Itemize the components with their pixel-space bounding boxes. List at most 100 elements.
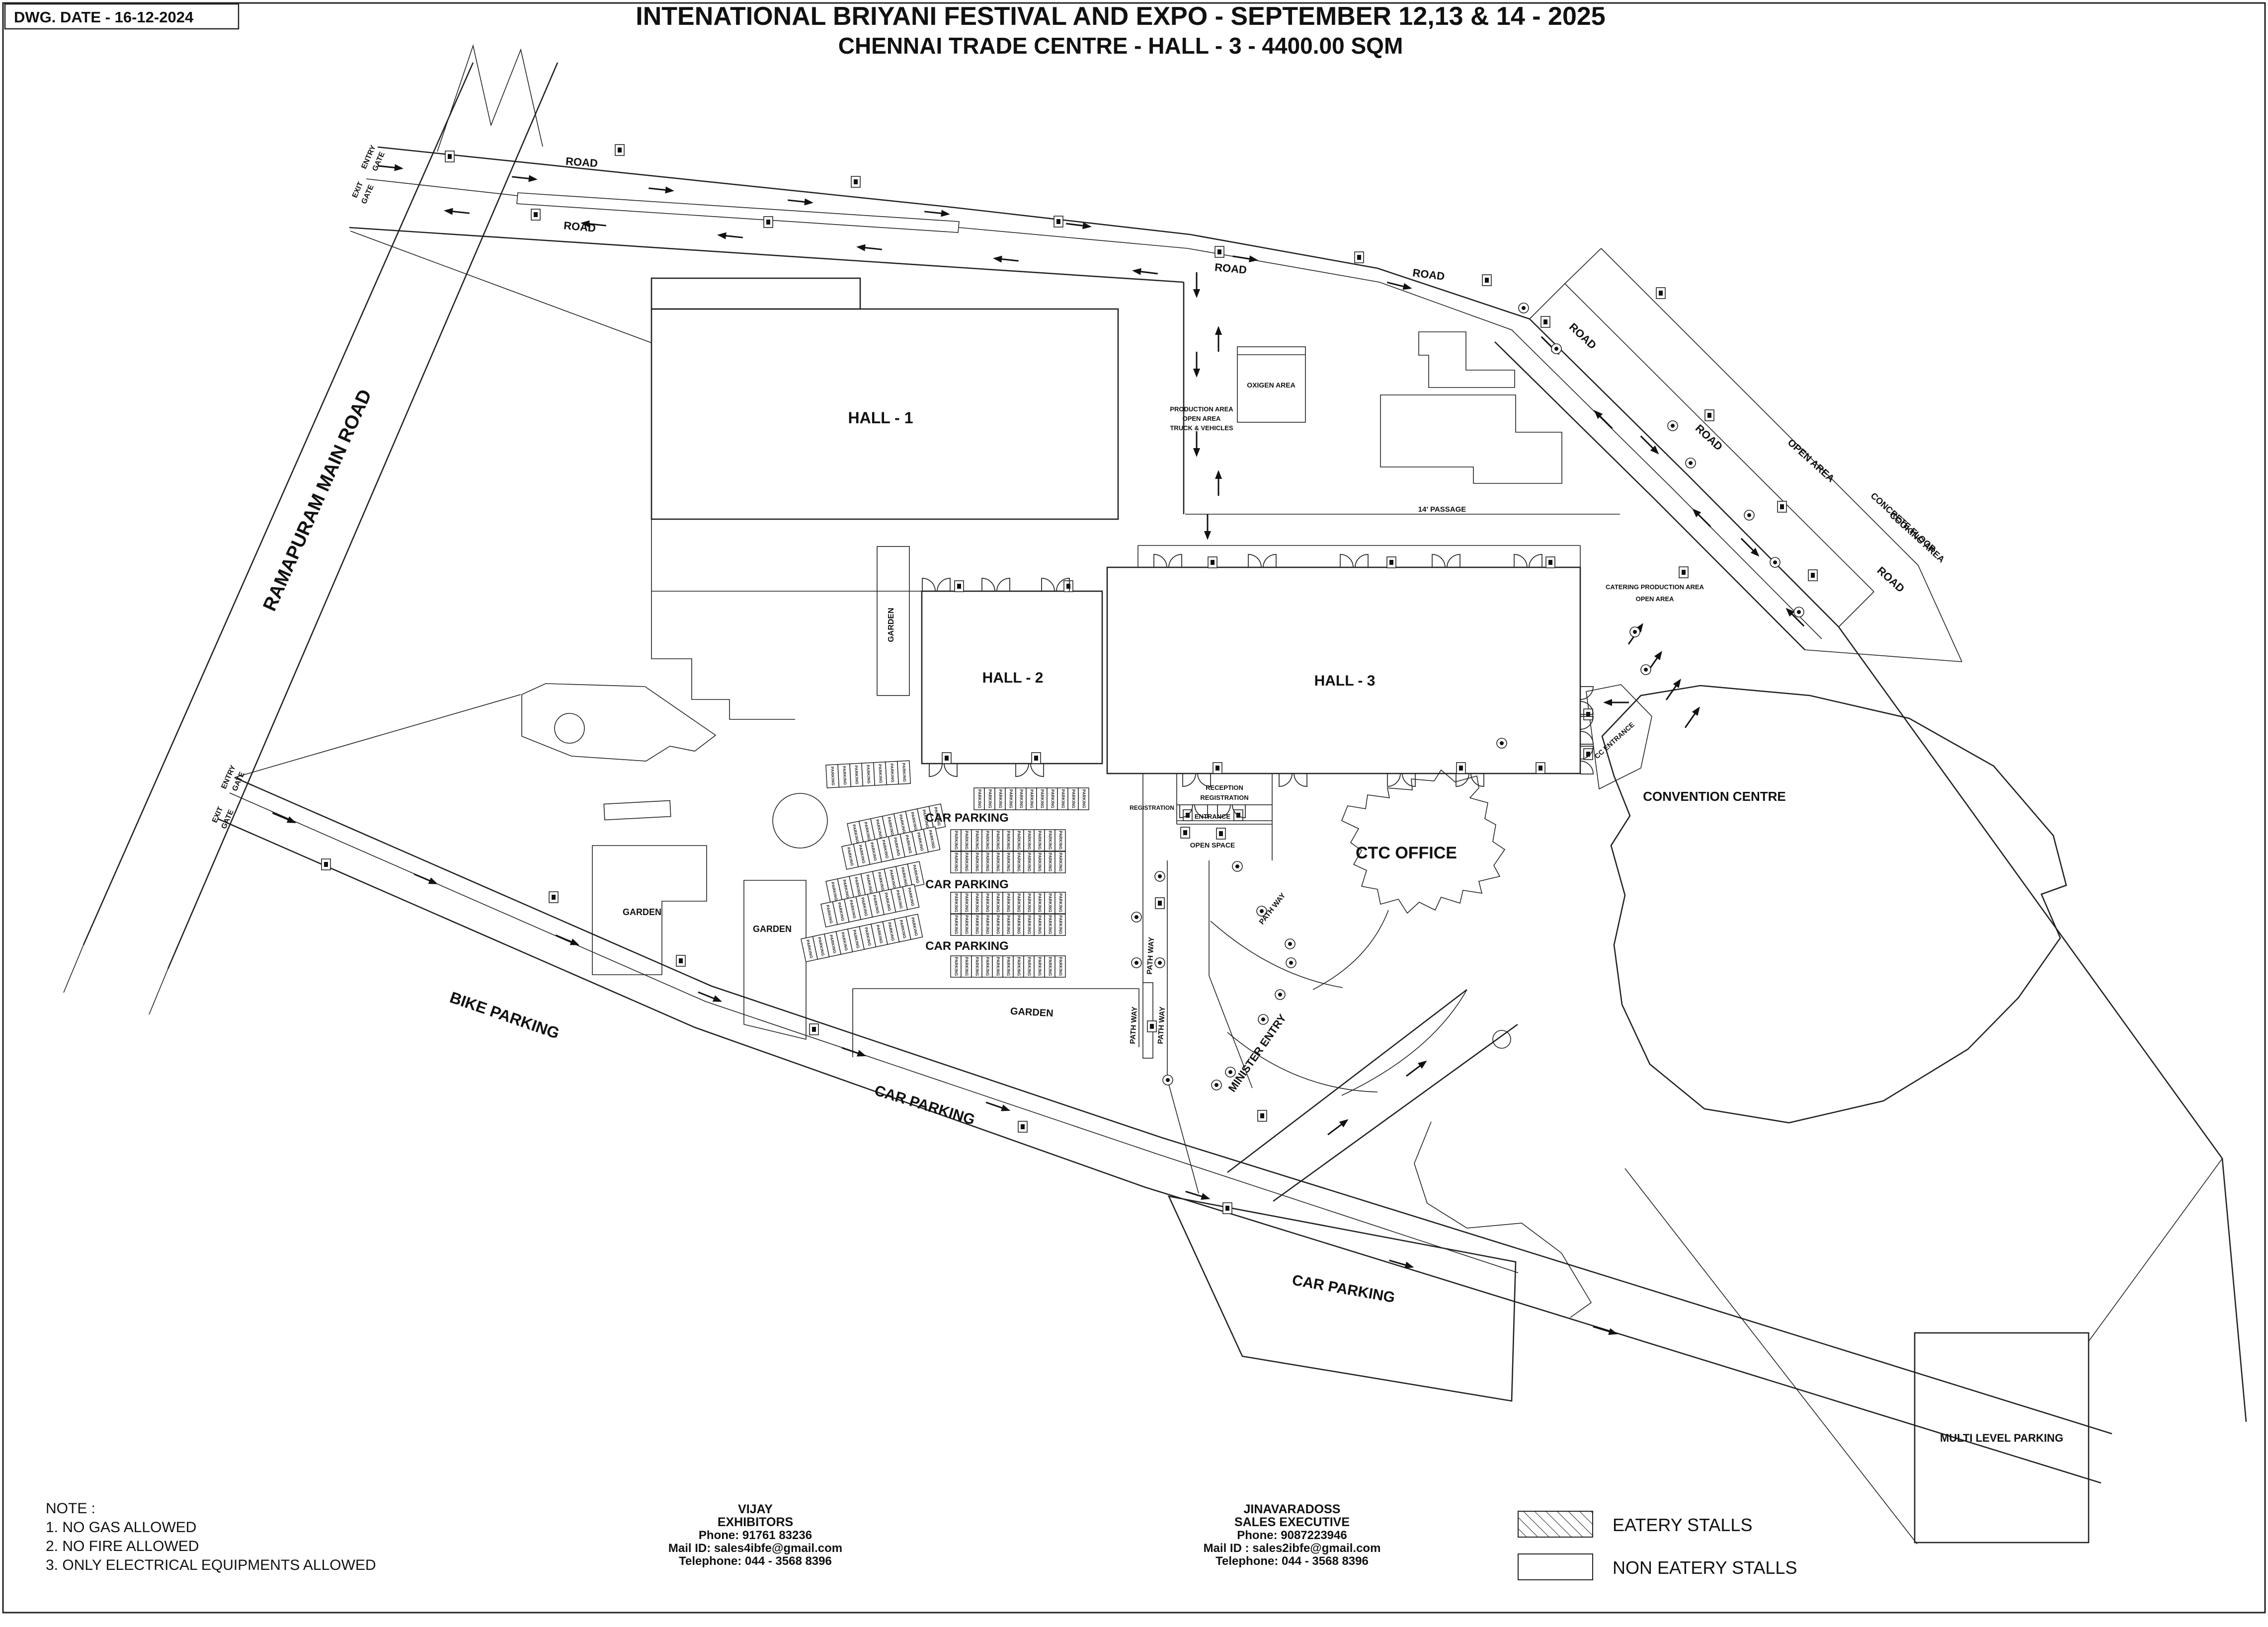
direction-arrow-icon — [1389, 1259, 1414, 1269]
door-swing-icon — [1580, 716, 1594, 745]
stall-marker-icon — [942, 752, 952, 764]
lower-road-median — [229, 792, 1519, 1273]
parking-stall-label: PARKING — [1048, 893, 1052, 912]
parking-stall-label: PARKING — [1037, 893, 1042, 912]
parking-stall-label: PARKING — [974, 831, 979, 850]
direction-arrow-icon — [1692, 508, 1711, 528]
reception-label: RECEPTION — [1206, 784, 1243, 791]
parking-stall-label: PARKING — [995, 831, 1000, 850]
signal-marker-icon — [1518, 303, 1529, 313]
direction-arrow-icon — [1185, 1190, 1211, 1200]
signal-marker-icon — [1256, 906, 1267, 917]
parking-stall-label: PARKING — [954, 893, 958, 912]
direction-arrow-icon — [698, 991, 723, 1002]
garden-parcel-lines — [852, 988, 1139, 1057]
signal-marker-icon — [1770, 557, 1781, 568]
eatery-stalls-swatch — [1518, 1511, 1593, 1538]
direction-arrow-icon — [856, 244, 882, 251]
contact-role: EXHIBITORS — [718, 1515, 793, 1529]
stall-marker-icon — [615, 144, 625, 156]
stall-marker-icon — [1456, 762, 1466, 774]
garden-strip — [877, 546, 910, 696]
stall-marker-icon — [1147, 1020, 1157, 1032]
registration-label: REGISTRATION — [1130, 804, 1174, 811]
parking-stall-label: PARKING — [974, 957, 979, 976]
parking-stall — [928, 803, 946, 830]
parking-stall-label: PARKING — [1027, 852, 1031, 871]
direction-arrow-icon — [1593, 1325, 1618, 1335]
parking-stall-label: PARKING — [1006, 831, 1010, 850]
parking-stall-label: PARKING — [1081, 789, 1086, 808]
stall-marker-icon — [1354, 251, 1364, 263]
parking-stall-label: PARKING — [1006, 957, 1010, 976]
parking-stall-label: PARKING — [1060, 789, 1065, 808]
minister-road-edge — [1227, 989, 1467, 1173]
parking-stall — [897, 760, 911, 785]
ctc-office-label: CTC OFFICE — [1356, 844, 1457, 862]
registration-label: REGISTRATION — [1200, 794, 1248, 801]
stall-marker-icon — [1213, 762, 1222, 774]
connector-line — [651, 519, 922, 592]
signal-marker-icon — [1258, 1014, 1269, 1025]
contact-mail: Mail ID : sales2ibfe@gmail.com — [1204, 1542, 1381, 1555]
direction-arrow-icon — [788, 198, 813, 206]
direction-arrow-icon — [1640, 435, 1659, 455]
parking-stall-label: PARKING — [1016, 915, 1021, 934]
stall-marker-icon — [321, 858, 331, 870]
production-area-label: TRUCK & VEHICLES — [1170, 424, 1233, 432]
stall-marker-icon — [1656, 287, 1666, 299]
stall-marker-icon — [1540, 316, 1550, 328]
door-swing-icon — [1248, 554, 1277, 568]
parking-stall-label: PARKING — [964, 852, 969, 871]
signal-marker-icon — [1225, 1067, 1236, 1078]
garden-label: GARDEN — [1010, 1006, 1053, 1019]
signal-marker-icon — [1629, 626, 1640, 637]
door-swing-icon — [981, 578, 1010, 592]
lower-road-south-edge — [217, 818, 2102, 1484]
parking-stall-label: PARKING — [1058, 893, 1062, 912]
parking-stall-label: PARKING — [995, 893, 1000, 912]
minister-road-edge — [1273, 1023, 1518, 1202]
direction-arrow-icon — [1204, 514, 1211, 540]
parking-stall-label: PARKING — [890, 764, 895, 783]
stall-marker-icon — [1215, 246, 1224, 258]
entrance-threshold — [1176, 805, 1273, 860]
parking-stall-label: PARKING — [1037, 852, 1042, 871]
multi-level-parking-building — [1914, 1332, 2090, 1544]
parking-stall-label: PARKING — [974, 852, 979, 871]
cc-entrance-wedge — [1586, 684, 1652, 790]
top-road-outer-edge — [377, 146, 1839, 627]
buildings — [521, 277, 2090, 1544]
parcel-line — [234, 694, 521, 778]
parking-stall-label: PARKING — [1050, 789, 1054, 808]
garden-label: GARDEN — [623, 907, 661, 917]
door-swing-icon — [1015, 763, 1044, 777]
parking-stall-label: PARKING — [1048, 852, 1052, 871]
reception-box — [1176, 773, 1273, 805]
signal-marker-icon — [1154, 871, 1165, 882]
parking-stall-label: PARKING — [1058, 915, 1062, 934]
parking-stall-label: PARKING — [1019, 789, 1023, 808]
plant-building — [1380, 394, 1562, 484]
parking-stall — [1078, 787, 1089, 810]
stall-marker-icon — [1545, 556, 1555, 568]
direction-arrow-icon — [1066, 222, 1092, 230]
dwg-date-label: DWG. DATE - 16-12-2024 — [14, 8, 194, 26]
door-swing-icon — [1340, 554, 1369, 568]
pathway-edges — [1167, 860, 1253, 1194]
parking-stall — [1054, 851, 1066, 873]
landscape-outline — [1414, 1121, 1592, 1318]
direction-arrow-icon — [1215, 326, 1222, 352]
pathway-divider — [1142, 982, 1153, 1059]
direction-arrow-icon — [580, 220, 606, 228]
parking-stall-label: PARKING — [866, 765, 871, 784]
garden-curves — [1210, 910, 1467, 1096]
lower-road-north-edge — [234, 776, 2112, 1435]
multi-level-parking-label: MULTI LEVEL PARKING — [1940, 1432, 2063, 1444]
parking-stall-label: PARKING — [1037, 915, 1042, 934]
stall-marker-icon — [1208, 556, 1217, 568]
